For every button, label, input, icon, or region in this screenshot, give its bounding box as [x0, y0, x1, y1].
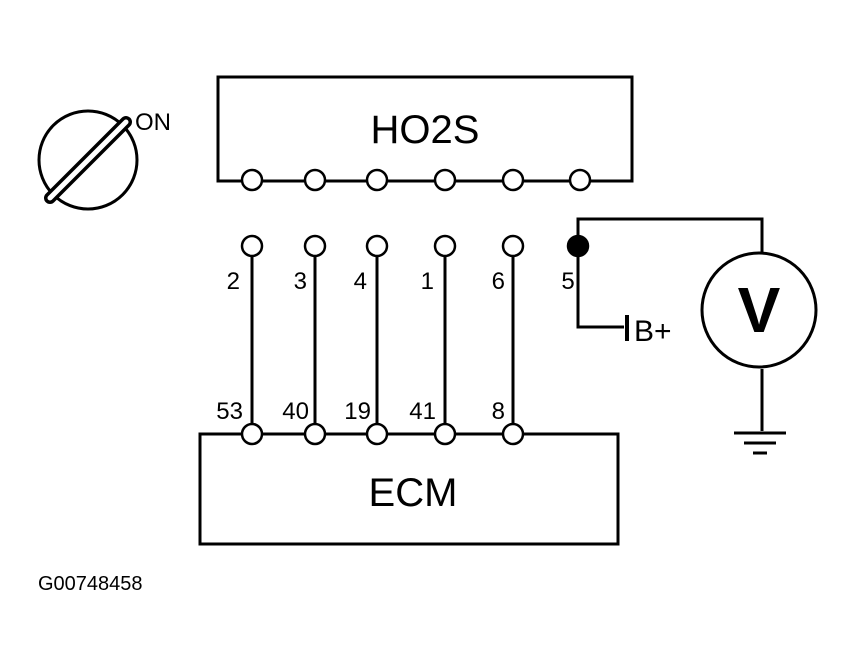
pin-number: 5 — [561, 268, 574, 295]
ho2s-terminal-row — [240, 168, 592, 192]
pin-number: 6 — [492, 268, 505, 295]
ecm-box — [198, 432, 620, 546]
ecm-terminal — [365, 422, 389, 446]
battery-lead — [576, 256, 624, 329]
ho2s-terminal — [365, 168, 389, 192]
ecm-terminal — [303, 422, 327, 446]
meter-circuit — [576, 217, 764, 431]
ho2s-terminal — [240, 168, 264, 192]
harness-connector — [240, 234, 590, 258]
ecm-pin-number: 8 — [492, 398, 505, 425]
ecm-terminal — [501, 422, 525, 446]
connector-terminal-probed — [566, 234, 590, 258]
ecm-pin-number: 41 — [409, 398, 436, 425]
ignition-switch-icon — [37, 109, 139, 211]
ecm-terminal — [240, 422, 264, 446]
ignition-on-label: ON — [135, 109, 171, 136]
connector-terminal — [433, 234, 457, 258]
ecm-terminal-row — [240, 422, 525, 446]
voltmeter-icon — [700, 251, 818, 369]
ecm-terminal — [433, 422, 457, 446]
ecm-pin-number: 53 — [216, 398, 243, 425]
ho2s-box — [216, 75, 634, 183]
connector-terminal — [303, 234, 327, 258]
ecm-label: ECM — [369, 471, 458, 515]
pin-number: 3 — [294, 268, 307, 295]
ecm-pin-number: 19 — [344, 398, 371, 425]
figure-id: G00748458 — [38, 573, 143, 595]
pin-number: 4 — [354, 268, 367, 295]
ho2s-label: HO2S — [371, 108, 480, 152]
harness-wires — [250, 256, 515, 434]
ho2s-terminal — [568, 168, 592, 192]
battery-label: B+ — [634, 315, 672, 348]
ground-icon — [734, 431, 786, 455]
voltmeter-label: V — [738, 274, 781, 346]
connector-terminal — [501, 234, 525, 258]
connector-terminal — [240, 234, 264, 258]
connector-terminal — [365, 234, 389, 258]
ecm-pin-number: 40 — [282, 398, 309, 425]
ho2s-terminal — [433, 168, 457, 192]
ho2s-terminal — [303, 168, 327, 192]
meter-positive-lead — [576, 217, 764, 252]
pin-number: 1 — [421, 268, 434, 295]
ho2s-terminal — [501, 168, 525, 192]
pin-number: 2 — [227, 268, 240, 295]
